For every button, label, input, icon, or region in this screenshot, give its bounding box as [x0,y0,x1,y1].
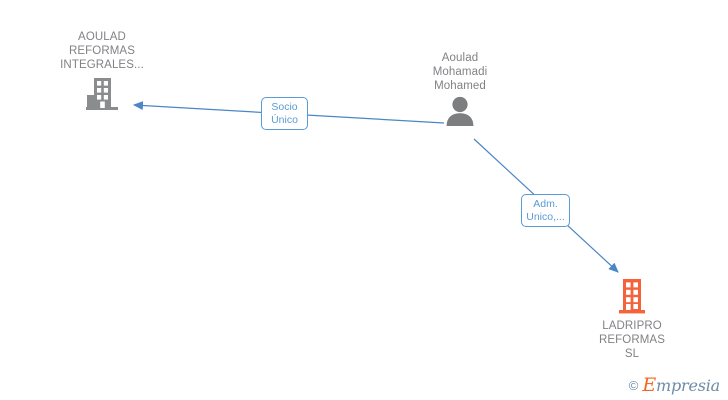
icon-wrap-ladripro [560,277,704,315]
brand-rest: mpresia [656,376,720,395]
edge-label-adm-unico[interactable]: Adm. Unico,... [521,194,570,227]
node-label-ladripro-reformas-sl: LADRIPRO REFORMAS SL [599,320,665,360]
node-company-ladripro-reformas-sl[interactable]: LADRIPRO REFORMAS SL [560,277,704,361]
building-icon[interactable] [85,76,119,112]
icon-wrap-person [396,96,524,126]
brand-wordmark: Empresia [642,374,720,396]
icon-wrap-aoulad-reformas [30,76,174,112]
node-person-aoulad-mohamadi-mohamed[interactable]: Aoulad Mohamadi Mohamed [396,51,524,126]
node-label-aoulad-mohamadi-mohamed: Aoulad Mohamadi Mohamed [432,52,488,92]
brand-initial: E [642,374,656,396]
node-label-aoulad-reformas-integrales: AOULAD REFORMAS INTEGRALES... [60,31,144,71]
person-icon[interactable] [444,96,476,126]
building-icon[interactable] [616,277,648,315]
watermark-empresia: © Empresia [629,374,720,396]
node-company-aoulad-reformas-integrales[interactable]: AOULAD REFORMAS INTEGRALES... [30,30,174,112]
copyright-icon: © [628,377,639,393]
edge-label-socio-unico[interactable]: Socio Único [261,97,308,130]
